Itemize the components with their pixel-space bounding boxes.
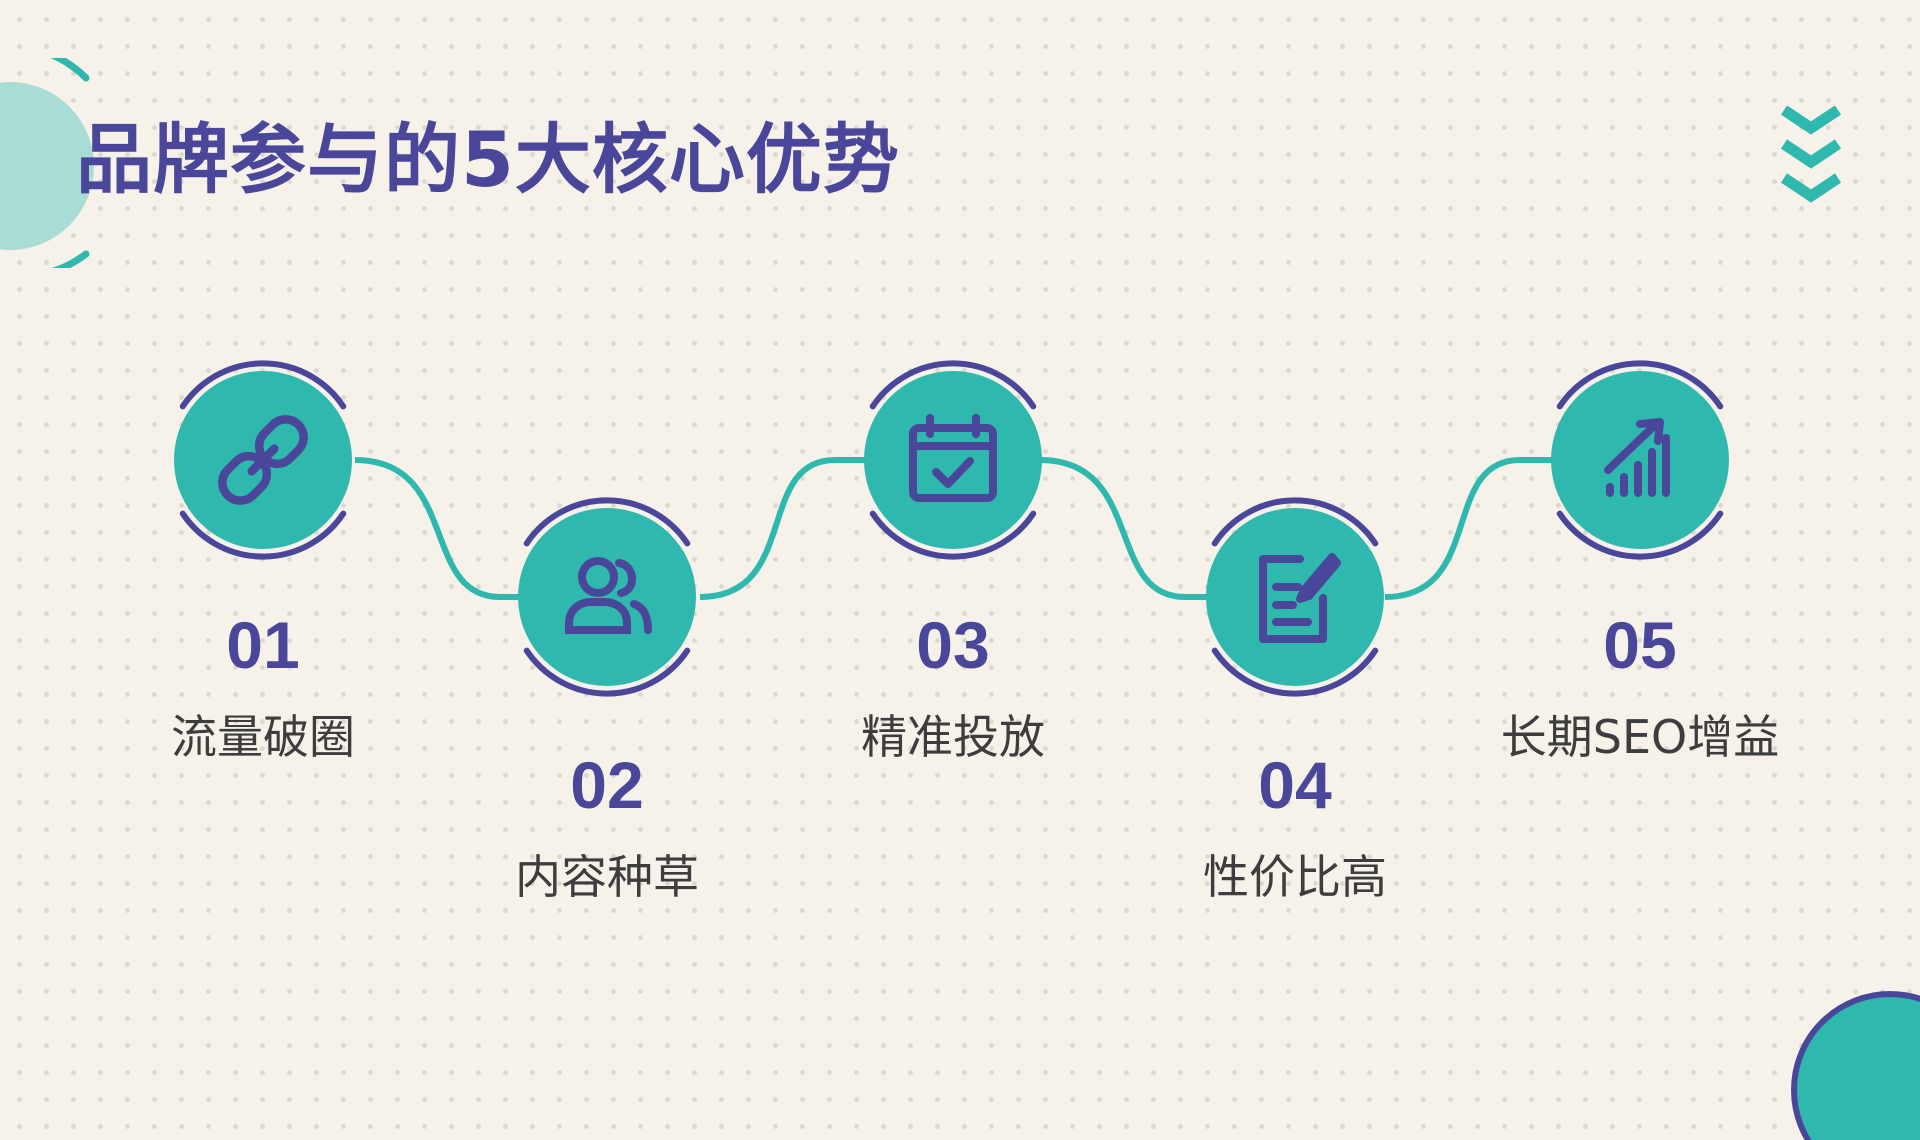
step-number-01: 01	[226, 608, 300, 682]
growth-chart-icon	[1604, 418, 1670, 497]
step-number-04: 04	[1258, 748, 1332, 822]
page-title: 品牌参与的5大核心优势	[76, 115, 900, 204]
step-label-05: 长期SEO增益	[1500, 710, 1780, 764]
step-label-03: 精准投放	[861, 710, 1045, 764]
connector-line	[354, 457, 1645, 600]
step-number-05: 05	[1603, 608, 1677, 682]
step-node-02	[518, 500, 696, 693]
step-number-02: 02	[570, 748, 644, 822]
calendar-check-icon	[909, 414, 997, 502]
decorative-circle-top-left	[0, 58, 94, 268]
link-icon	[218, 415, 308, 505]
step-node-05	[1551, 363, 1729, 556]
users-icon	[565, 557, 652, 634]
step-label-02: 内容种草	[515, 850, 699, 904]
step-node-03	[864, 363, 1042, 556]
step-node-01	[174, 363, 352, 556]
edit-document-icon	[1259, 553, 1341, 643]
process-diagram	[174, 0, 1729, 1080]
step-label-01: 流量破圈	[171, 710, 355, 764]
step-number-03: 03	[916, 608, 990, 682]
step-node-04	[1206, 500, 1384, 693]
chevron-down-icon	[1780, 106, 1842, 203]
step-label-04: 性价比高	[1203, 850, 1387, 904]
